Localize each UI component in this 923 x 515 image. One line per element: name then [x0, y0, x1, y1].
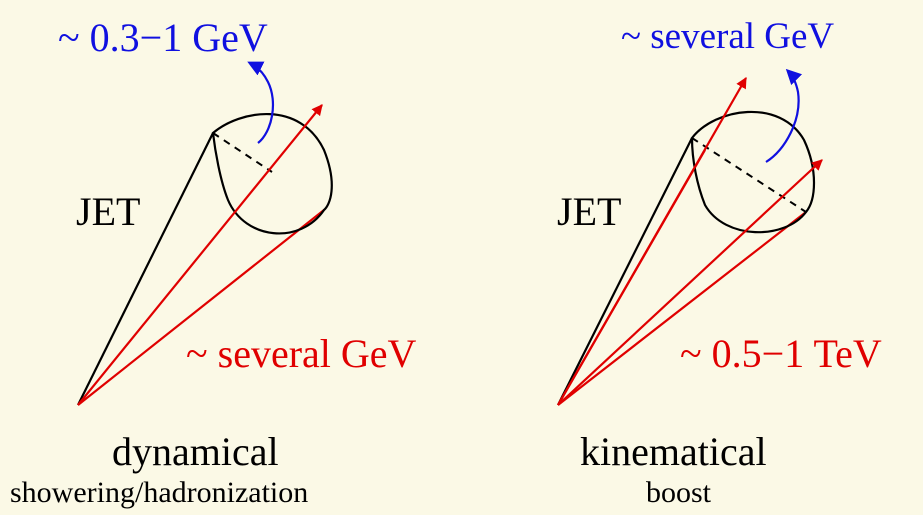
left-cone-edge-lower [77, 209, 325, 406]
right-red-arrow-upper [557, 77, 747, 406]
left-jet-label: JET [76, 189, 141, 234]
left-jet-ellipse [211, 112, 333, 235]
left-jet-diameter-dashed [212, 132, 273, 173]
right-bottom-energy-label: ~ 0.5−1 TeV [680, 331, 882, 376]
right-jet-ellipse [690, 110, 815, 234]
right-top-energy-label: ~ several GeV [621, 16, 835, 57]
left-top-energy-label: ~ 0.3−1 GeV [58, 15, 268, 60]
left-cone-edge-upper [77, 132, 214, 406]
left-jet-cone [77, 61, 333, 406]
right-blue-curved-arrow [765, 68, 803, 163]
left-red-arrow [77, 104, 323, 406]
right-subcaption: boost [646, 476, 712, 509]
left-caption: dynamical [112, 429, 279, 474]
left-blue-curved-arrow [247, 61, 275, 144]
right-cone-edge-black [557, 137, 693, 406]
right-jet-cone [557, 68, 823, 406]
left-bottom-energy-label: ~ several GeV [186, 331, 417, 376]
right-jet-diameter-dashed [691, 137, 807, 213]
right-red-arrow-lower [557, 159, 823, 406]
left-subcaption: showering/hadronization [10, 476, 309, 509]
right-jet-label: JET [557, 189, 622, 234]
right-cone-edge-red-lower [557, 211, 807, 406]
right-caption: kinematical [580, 429, 767, 474]
